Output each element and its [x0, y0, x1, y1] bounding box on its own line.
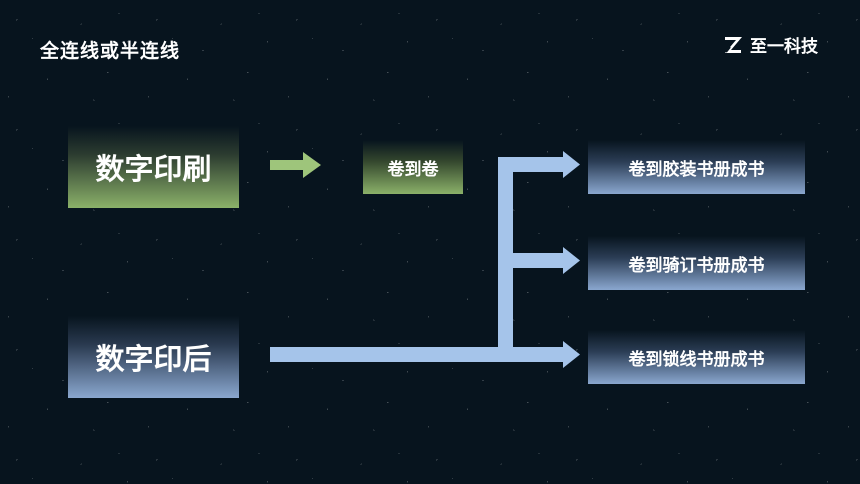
page-title: 全连线或半连线 — [40, 40, 181, 62]
arrowhead-to-b1 — [563, 151, 580, 178]
node-perfect-binding: 卷到胶装书册成书 — [588, 140, 805, 194]
node-digital-printing: 数字印刷 — [68, 126, 239, 208]
arrowhead-to-b3 — [563, 341, 580, 368]
green-arrow — [270, 152, 321, 178]
z-logo-icon — [725, 36, 742, 53]
node-label: 数字印后 — [95, 342, 212, 376]
node-roll-to-roll: 卷到卷 — [363, 140, 463, 194]
arrowhead-to-b2 — [563, 247, 580, 274]
node-label: 数字印刷 — [95, 152, 212, 186]
node-label: 卷到锁线书册成书 — [628, 349, 765, 370]
brand-name: 至一科技 — [750, 37, 818, 57]
brand-logo: 至一科技 — [723, 32, 818, 57]
blue-branch-connector — [270, 157, 563, 362]
node-label: 卷到骑订书册成书 — [628, 255, 765, 276]
node-label: 卷到卷 — [387, 159, 439, 180]
node-digital-post-press: 数字印后 — [68, 316, 239, 398]
node-label: 卷到胶装书册成书 — [628, 159, 765, 180]
node-saddle-stitch: 卷到骑订书册成书 — [588, 236, 805, 290]
node-thread-sewn: 卷到锁线书册成书 — [588, 330, 805, 384]
